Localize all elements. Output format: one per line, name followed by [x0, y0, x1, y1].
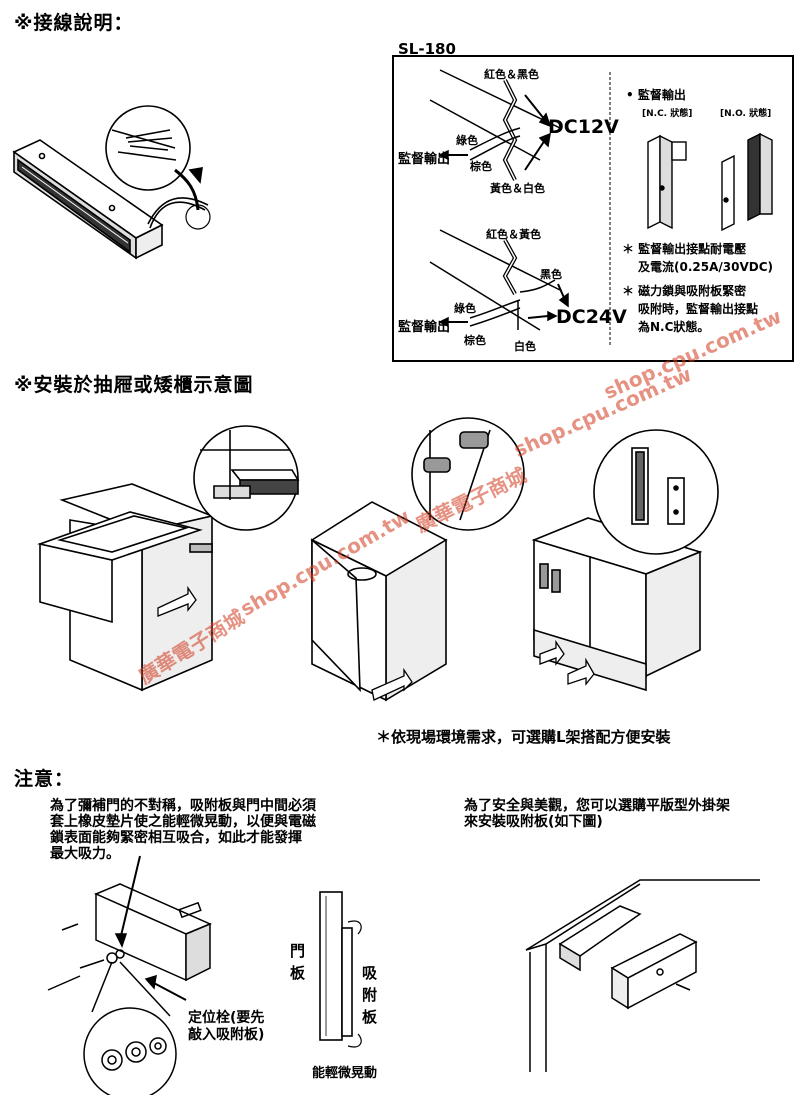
caution-left-line: 套上橡皮墊片使之能輕微晃動，以便與電磁	[50, 814, 316, 830]
dc24-wire-green: 綠色	[454, 302, 476, 315]
monitor-note-1: ＊ 監督輸出接點耐電壓 及電流(0.25A/30VDC)	[622, 240, 773, 276]
door-plate-sway-diagram	[319, 891, 362, 1048]
cable-exit-circle	[185, 204, 211, 230]
door-zoom-circle	[411, 417, 525, 531]
caution-left-text: 為了彌補門的不對稱，吸附板與門中間必須 套上橡皮墊片使之能輕微晃動，以便與電磁 …	[50, 798, 316, 862]
dc12-wire-green: 綠色	[456, 134, 478, 147]
cabinet-door-illustration	[310, 501, 448, 702]
install-note: ＊依現場環境需求，可選購L架搭配方便安裝	[376, 728, 671, 746]
monitor-note-1-line-a: ＊ 監督輸出接點耐電壓	[622, 242, 747, 256]
dc24-wiring-diagram	[429, 229, 569, 331]
pin-label-line-2: 敲入吸附板)	[188, 1027, 265, 1043]
caution-left-line: 鎖表面能夠緊密相互吸合，如此才能發揮	[50, 830, 302, 846]
dc12-wire-red-black: 紅色＆黑色	[484, 68, 539, 81]
dc12-wire-brown: 棕色	[470, 160, 492, 173]
drawer-zoom-circle	[193, 425, 300, 531]
dc12-voltage: DC12V	[548, 116, 619, 138]
plate-label: 吸附板	[362, 964, 378, 1026]
dc24-wire-black: 黑色	[540, 268, 562, 281]
monitor-note-2-line-a: ＊ 磁力鎖與吸附板緊密	[622, 284, 747, 298]
door-direction-arrow	[371, 667, 413, 701]
dc12-wire-yellow-white: 黃色＆白色	[490, 182, 545, 195]
dc24-voltage: DC24V	[556, 306, 627, 328]
drawer-direction-arrow	[157, 585, 197, 617]
caution-right-line: 來安裝吸附板(如下圖)	[464, 814, 603, 830]
monitor-note-2-line-c: 為N.C狀態。	[638, 320, 710, 334]
caution-right-text: 為了安全與美觀，您可以選購平版型外掛架 來安裝吸附板(如下圖)	[464, 798, 730, 830]
nc-state-label: [N.C. 狀態]	[642, 109, 693, 119]
caution-right-line: 為了安全與美觀，您可以選購平版型外掛架	[464, 798, 730, 814]
door-label: 門板	[290, 942, 306, 982]
dc12-wiring-diagram	[429, 69, 561, 181]
maglock-illustration	[12, 139, 209, 260]
cable-zoom-circle	[105, 105, 203, 211]
nc-state-lock-icon	[647, 134, 687, 230]
low-cabinet-zoom-circle	[593, 429, 719, 555]
no-state-lock-icon	[721, 132, 773, 232]
caution-title: 注意：	[14, 768, 75, 790]
dc24-wire-red-yellow: 紅色＆黃色	[486, 228, 541, 241]
low-cabinet-illustration	[531, 517, 703, 692]
dc24-wire-white: 白色	[514, 340, 536, 353]
slide-left-arrow	[539, 639, 565, 666]
monitor-note-2-line-b: 吸附時，監督輸出接點	[638, 302, 759, 316]
caution-left-line: 最大吸力。	[50, 846, 120, 862]
wiring-title: ※接線說明：	[14, 12, 134, 34]
slide-right-arrow	[567, 657, 595, 686]
model-label: SL-180	[398, 40, 456, 58]
sway-label: 能輕微晃動	[312, 1066, 378, 1081]
flat-bracket-diagram	[525, 879, 760, 1072]
dc12-monitor-output: 監督輸出	[398, 152, 451, 167]
dc24-monitor-output: 監督輸出	[398, 320, 451, 335]
pin-label: 定位栓(要先 敲入吸附板)	[188, 1010, 264, 1044]
monitor-title: • 監督輸出	[626, 88, 686, 102]
monitor-note-1-line-b: 及電流(0.25A/30VDC)	[638, 260, 774, 274]
dc24-wire-brown: 棕色	[464, 334, 486, 347]
monitor-note-2: ＊ 磁力鎖與吸附板緊密 吸附時，監督輸出接點 為N.C狀態。	[622, 282, 758, 336]
drawer-cabinet-illustration	[37, 483, 215, 692]
armature-assembly-diagram	[47, 855, 212, 1095]
pin-label-line-1: 定位栓(要先	[188, 1010, 265, 1026]
install-title: ※安裝於抽屜或矮櫃示意圖	[14, 374, 254, 396]
caution-left-line: 為了彌補門的不對稱，吸附板與門中間必須	[50, 798, 316, 814]
no-state-label: [N.O. 狀態]	[720, 109, 772, 119]
